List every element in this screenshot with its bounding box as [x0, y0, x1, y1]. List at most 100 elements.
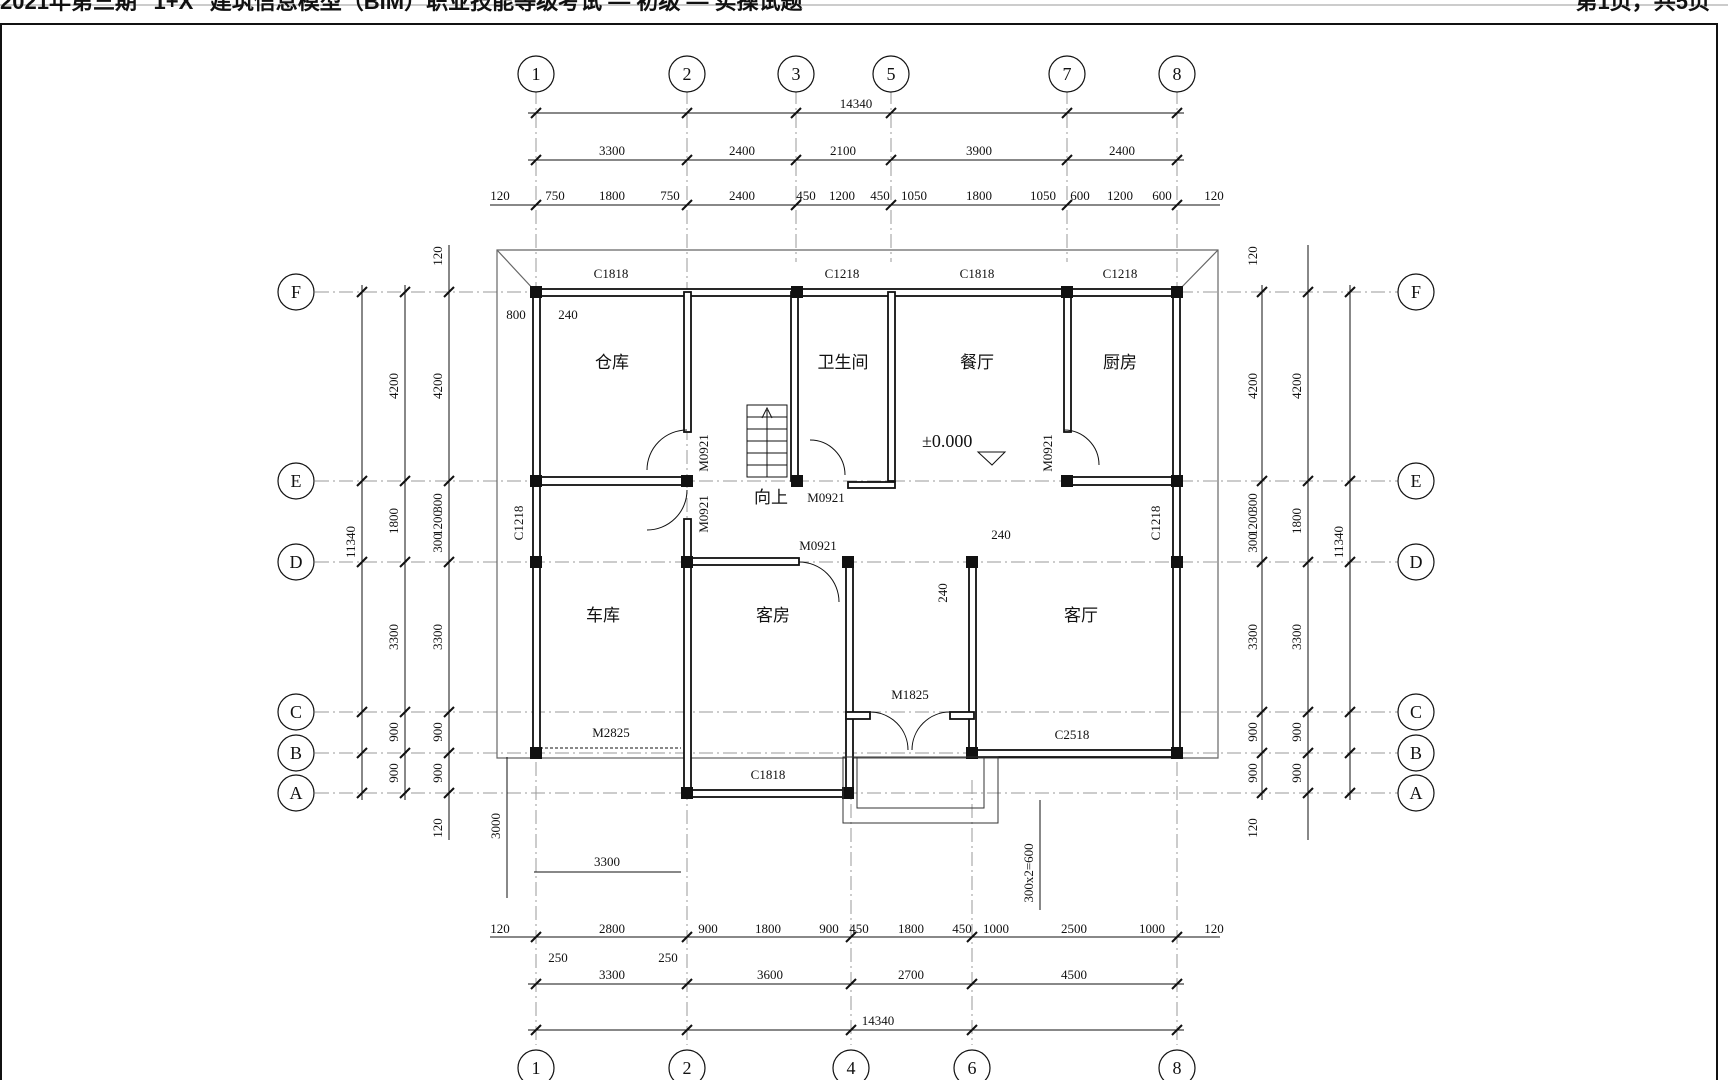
axis-bubble-label: E	[291, 471, 302, 491]
dimension-label: 4200	[386, 373, 401, 399]
dimension-tick	[356, 706, 368, 718]
dimension-label: 2800	[599, 921, 625, 936]
dimension-label: 1800	[1289, 508, 1304, 534]
dimension-tick	[443, 787, 455, 799]
room-label: 厨房	[1103, 353, 1137, 372]
columns	[530, 286, 1183, 799]
dimension-tick	[1302, 747, 1314, 759]
dimension-tick	[1344, 475, 1356, 487]
dimension-tick	[356, 556, 368, 568]
axis-bubble-label: B	[1410, 743, 1422, 763]
window-tag: C2518	[1055, 727, 1090, 742]
dimension-tick	[399, 747, 411, 759]
axis-bubble-circle	[832, 1049, 870, 1080]
dimension-label: 2700	[898, 967, 924, 982]
dimension-label: 14340	[862, 1013, 895, 1028]
dimension-tick	[966, 1024, 978, 1036]
sheet-border	[0, 23, 1718, 1080]
misc-dims: 800 240 240 240 3000 3300 300x2=600	[488, 307, 1036, 903]
dimension-label: 2400	[1109, 143, 1135, 158]
room-label: 客厅	[1064, 606, 1098, 625]
dimension-label: 1800	[966, 188, 992, 203]
axis-bubble-circle	[1397, 543, 1435, 581]
dimension-tick	[1256, 286, 1268, 298]
dimension-label: 750	[545, 188, 565, 203]
axis-bubble-bottom: 8	[1158, 1049, 1196, 1080]
axis-bubble-top: 2	[668, 55, 706, 93]
dimension-label: 900	[430, 763, 445, 783]
dimension-tick	[356, 286, 368, 298]
dimension-label: 900	[430, 722, 445, 742]
axis-bubble-circle	[1158, 1049, 1196, 1080]
stair	[746, 404, 788, 478]
dimension-label: 1000	[1139, 921, 1165, 936]
dimension-tick	[1171, 1024, 1183, 1036]
dimension-tick	[443, 706, 455, 718]
dimension-label: 900	[698, 921, 718, 936]
axis-bubble-circle	[1397, 734, 1435, 772]
axis-bubble-circle	[277, 693, 315, 731]
door-tag: M1825	[891, 687, 929, 702]
dimension-label: 2400	[729, 143, 755, 158]
door-tag: M0921	[696, 495, 711, 533]
dimension-label: 3300	[430, 624, 445, 650]
dimension-label: 3300	[1289, 624, 1304, 650]
dimension-tick	[1061, 199, 1073, 211]
dimension-label: 2500	[1061, 921, 1087, 936]
door-swings	[540, 429, 1100, 751]
axis-bubble-left: C	[277, 693, 315, 731]
axis-grid	[315, 90, 1410, 1045]
axis-bubble-left: B	[277, 734, 315, 772]
dimension-tick	[885, 154, 897, 166]
room-label: 卫生间	[818, 353, 869, 372]
axis-bubble-label: D	[290, 552, 303, 572]
misc-dim: 240	[991, 527, 1011, 542]
dimension-tick	[885, 107, 897, 119]
dimension-label: 120	[490, 188, 510, 203]
axis-bubble-label: D	[1410, 552, 1423, 572]
dimension-label: 120	[430, 246, 445, 266]
dimension-tick	[1302, 706, 1314, 718]
dimension-tick	[845, 931, 857, 943]
dimension-label: 4200	[1245, 373, 1260, 399]
dimension-tick	[1256, 475, 1268, 487]
dimension-tick	[966, 978, 978, 990]
dimension-label: 1800	[755, 921, 781, 936]
dimension-tick	[530, 931, 542, 943]
dimension-tick	[681, 1024, 693, 1036]
axis-bubble-circle	[953, 1049, 991, 1080]
dimension-label: 900	[1289, 722, 1304, 742]
door-tag: M0921	[696, 434, 711, 472]
dimension-tick	[530, 154, 542, 166]
axis-bubble-label: C	[290, 702, 302, 722]
axis-bubble-circle	[1397, 462, 1435, 500]
axis-bubble-bottom: 6	[953, 1049, 991, 1080]
dimension-tick	[443, 747, 455, 759]
axis-bubble-top: 3	[777, 55, 815, 93]
dimension-tick	[681, 931, 693, 943]
dimension-tick	[1171, 978, 1183, 990]
dimension-tick	[681, 978, 693, 990]
dimension-label: 300	[430, 533, 445, 553]
axis-bubble-circle	[1397, 774, 1435, 812]
axis-bubble-label: C	[1410, 702, 1422, 722]
header-page-number: 第1页，共5页	[1575, 0, 1710, 14]
room-label: 车库	[586, 606, 620, 625]
dimension-tick	[1256, 787, 1268, 799]
axis-bubble-circle	[277, 543, 315, 581]
dimension-label: 1800	[386, 508, 401, 534]
dimension-tick	[1256, 747, 1268, 759]
window-tag: C1218	[1148, 506, 1163, 541]
axis-bubble-top: 7	[1048, 55, 1086, 93]
axis-bubble-circle	[872, 55, 910, 93]
dimension-label: 300	[1245, 493, 1260, 513]
dimension-label: 1200	[829, 188, 855, 203]
dimension-tick	[1256, 556, 1268, 568]
entrance-step-inner	[856, 756, 985, 809]
dimension-tick	[1302, 475, 1314, 487]
axis-bubble-label: F	[1411, 282, 1421, 302]
axis-bubble-label: 1	[532, 64, 541, 84]
dimension-label: 3300	[386, 624, 401, 650]
